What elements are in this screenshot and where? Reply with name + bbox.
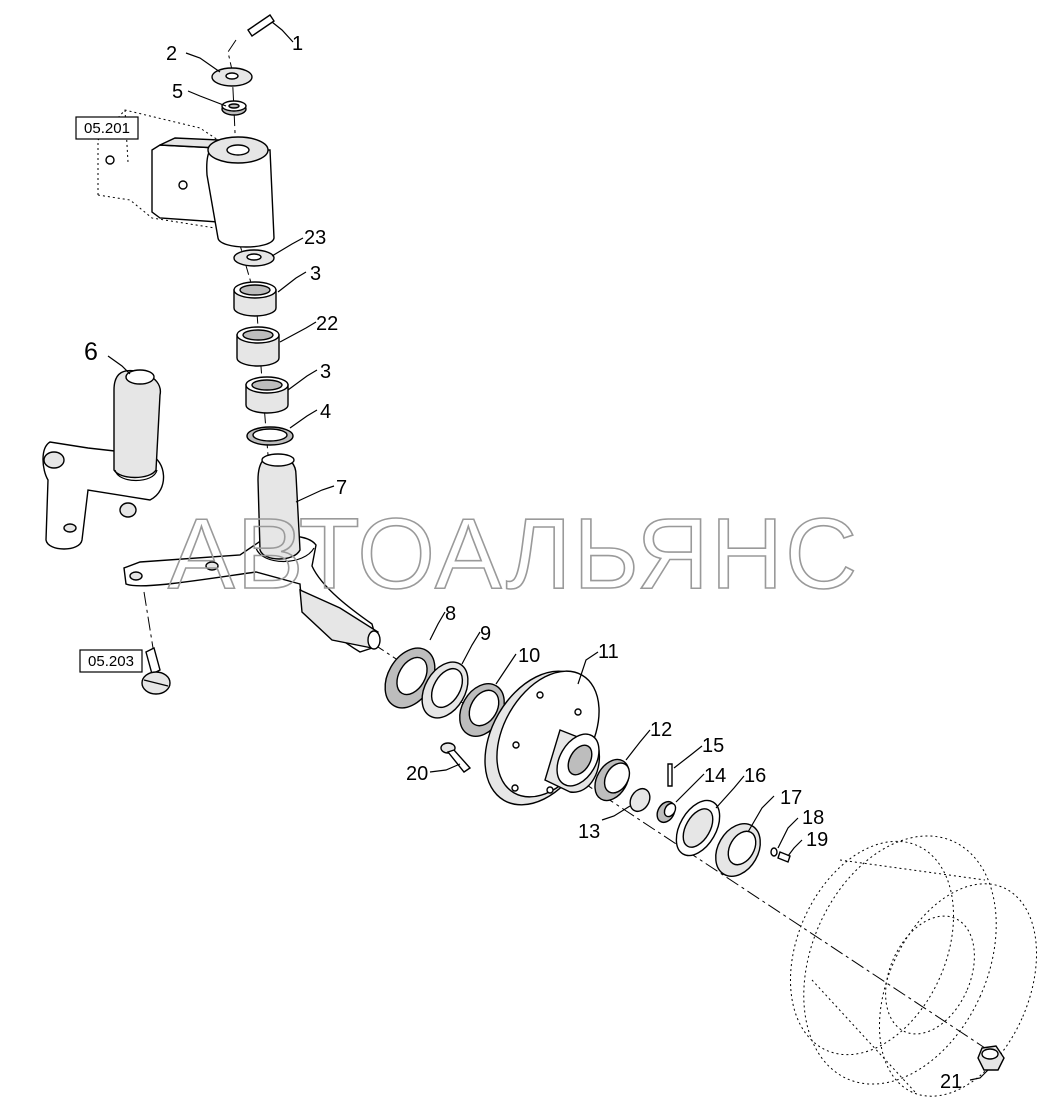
ref-box-05-201[interactable]: 05.201	[75, 116, 139, 140]
part-9-ring	[421, 661, 469, 719]
callout-12: 12	[650, 719, 672, 741]
part-5-nut	[221, 100, 247, 116]
callout-21: 21	[940, 1071, 962, 1093]
axle-beam	[97, 109, 275, 248]
part-15-cotter-pin	[667, 763, 673, 787]
callout-4: 4	[320, 401, 331, 423]
callout-3-lower: 3	[320, 361, 331, 383]
callout-16: 16	[744, 765, 766, 787]
part-4-seal	[246, 426, 294, 446]
callout-3-upper: 3	[310, 263, 321, 285]
callout-15: 15	[702, 735, 724, 757]
part-1-pin	[247, 14, 275, 37]
part-6-left-knuckle	[42, 369, 165, 550]
callout-8: 8	[445, 603, 456, 625]
callout-5: 5	[172, 81, 183, 103]
callout-22: 22	[316, 313, 338, 335]
callout-14: 14	[704, 765, 726, 787]
ref-05-201-label: 05.201	[84, 120, 130, 137]
callout-11: 11	[598, 641, 619, 663]
part-18-19-bolt	[770, 847, 791, 863]
ref-05-203-label: 05.203	[88, 653, 134, 670]
part-3-bushing-lower	[245, 376, 289, 414]
tie-rod-end	[141, 646, 171, 695]
callout-18: 18	[802, 807, 824, 829]
part-23-washer	[233, 249, 275, 267]
callout-23: 23	[304, 227, 326, 249]
callout-19: 19	[806, 829, 828, 851]
callout-2: 2	[166, 43, 177, 65]
callout-20: 20	[406, 763, 428, 785]
part-7-right-knuckle	[123, 453, 381, 653]
callout-13: 13	[578, 821, 600, 843]
part-14-nut	[656, 800, 677, 824]
callout-6: 6	[84, 338, 98, 366]
part-21-wheel-nut	[977, 1045, 1005, 1071]
callout-17: 17	[780, 787, 802, 809]
part-16-gasket	[675, 799, 721, 857]
part-20-stud	[440, 742, 472, 773]
part-3-bushing-upper	[233, 281, 277, 317]
wheel-rim	[789, 835, 1038, 1097]
centre-lines	[143, 39, 986, 1049]
leader-lines	[107, 21, 989, 1081]
callout-9: 9	[480, 623, 491, 645]
part-12-bearing	[594, 758, 631, 802]
callout-7: 7	[336, 477, 347, 499]
callout-numbers: 1 2 5 23 3 22 3 4 6 7 8 9 10 11 12 15 14…	[84, 33, 962, 1093]
callout-1: 1	[292, 33, 303, 55]
part-11-hub	[484, 670, 600, 806]
watermark: АВТОАЛЬЯНС	[168, 498, 859, 610]
part-13-washer	[629, 787, 651, 813]
part-2-washer	[211, 67, 253, 87]
callout-10: 10	[518, 645, 540, 667]
part-22-bushing	[236, 326, 280, 367]
ref-box-05-203[interactable]: 05.203	[79, 649, 143, 673]
